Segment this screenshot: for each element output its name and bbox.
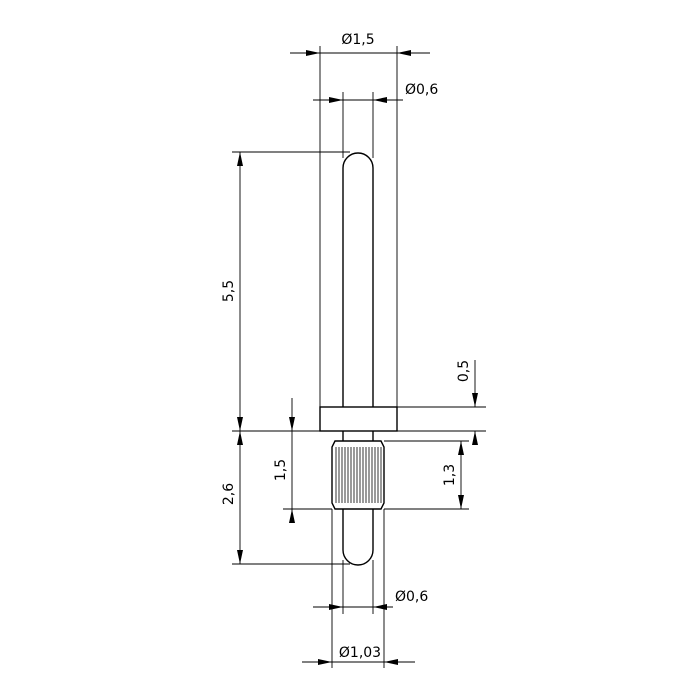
- dim-upper-pin-length: 5,5: [221, 280, 237, 302]
- dimension-labels: Ø1,5 Ø0,6 5,5 0,5 1,5 1,3 2,6 Ø0,6 Ø1,03: [221, 32, 472, 661]
- dimension-lines: [239, 52, 476, 663]
- dim-top-pin-diameter: Ø0,6: [405, 82, 438, 98]
- lower-pin: [342, 509, 374, 566]
- dim-top-outer-diameter: Ø1,5: [341, 32, 374, 48]
- dim-lower-overall-length: 2,6: [221, 483, 237, 505]
- dim-knurl-length: 1,3: [442, 464, 458, 486]
- dim-bottom-pin-diameter: Ø0,6: [395, 589, 428, 605]
- collar: [319, 406, 398, 432]
- knurled-section: [331, 440, 385, 510]
- neck: [342, 431, 374, 441]
- dim-lower-section-length: 1,5: [273, 459, 289, 481]
- arrowheads: [237, 50, 478, 665]
- extension-lines: [232, 46, 486, 668]
- part-outline: [319, 152, 398, 566]
- upper-pin: [342, 152, 374, 407]
- dim-collar-thickness: 0,5: [456, 360, 472, 382]
- dim-knurl-diameter: Ø1,03: [339, 645, 381, 661]
